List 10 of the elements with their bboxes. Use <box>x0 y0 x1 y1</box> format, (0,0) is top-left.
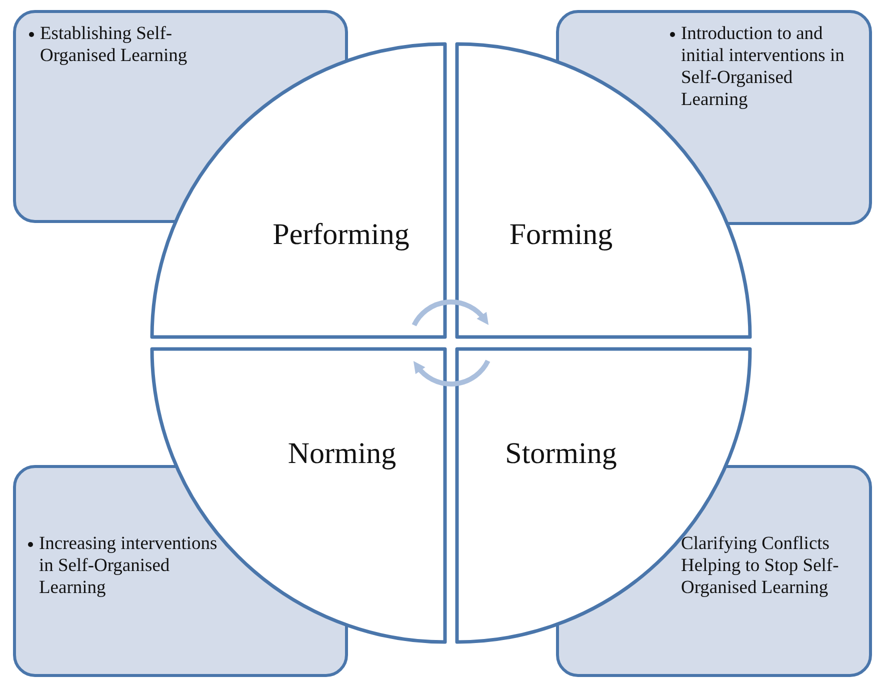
note-text: Clarifying Conflicts Helping to Stop Self-Organised Learning <box>681 533 840 599</box>
note-text: Establishing Self-Organised Learning <box>40 23 188 67</box>
stage-label: Performing <box>272 218 410 252</box>
stage-label: Storming <box>505 437 617 471</box>
stage-label: Forming <box>509 218 613 252</box>
note-text: Introduction to and initial interventions in Self-Organised Learning <box>681 23 846 111</box>
note-text: Increasing interventions in Self-Organised Learning <box>39 533 218 599</box>
cycle-arrow <box>412 300 489 326</box>
stage-label: Norming <box>288 437 396 471</box>
cycle-arrow <box>413 360 490 386</box>
